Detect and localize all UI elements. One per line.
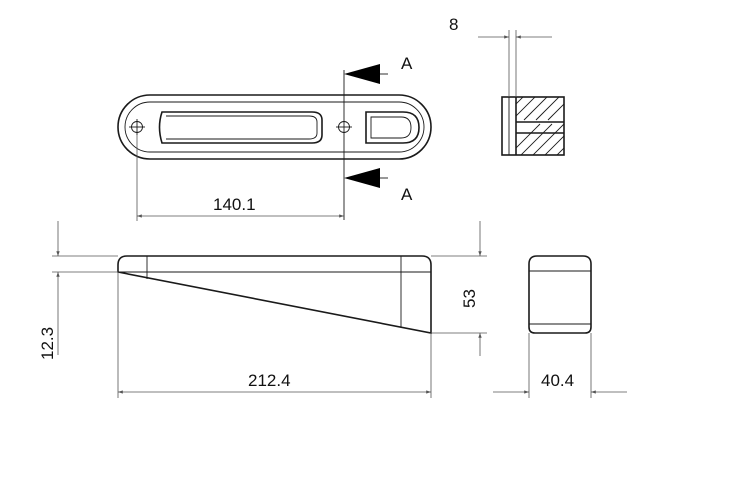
section-label-top: A [401, 54, 413, 73]
section-outline [501, 96, 565, 156]
section-arrow-bottom [344, 168, 380, 188]
long-slot [158, 111, 323, 144]
dim-height: 53 [460, 289, 479, 308]
end-view: 40.4 [493, 255, 627, 398]
dim-hole-spacing: 140.1 [213, 195, 256, 214]
dim-thickness: 8 [449, 15, 458, 34]
top-view: A A 140.1 [117, 54, 432, 221]
dim-tip-height: 12.3 [38, 327, 57, 360]
dim-width: 40.4 [541, 371, 574, 390]
long-slot-inner [166, 115, 318, 140]
end-view-outline [528, 255, 592, 334]
section-label-bottom: A [401, 185, 413, 204]
top-view-outer-outline [117, 94, 432, 160]
section-arrow-top [344, 64, 380, 84]
wedge-outline [117, 255, 432, 334]
top-view-inner-outline [124, 101, 425, 153]
mounting-hole-left [129, 119, 145, 135]
side-view: 12.3 53 212.4 [38, 221, 487, 398]
dim-length: 212.4 [248, 371, 291, 390]
short-slot [365, 111, 420, 144]
short-slot-inner [370, 116, 412, 139]
section-hatching [516, 97, 564, 155]
section-view: 8 [449, 15, 565, 156]
